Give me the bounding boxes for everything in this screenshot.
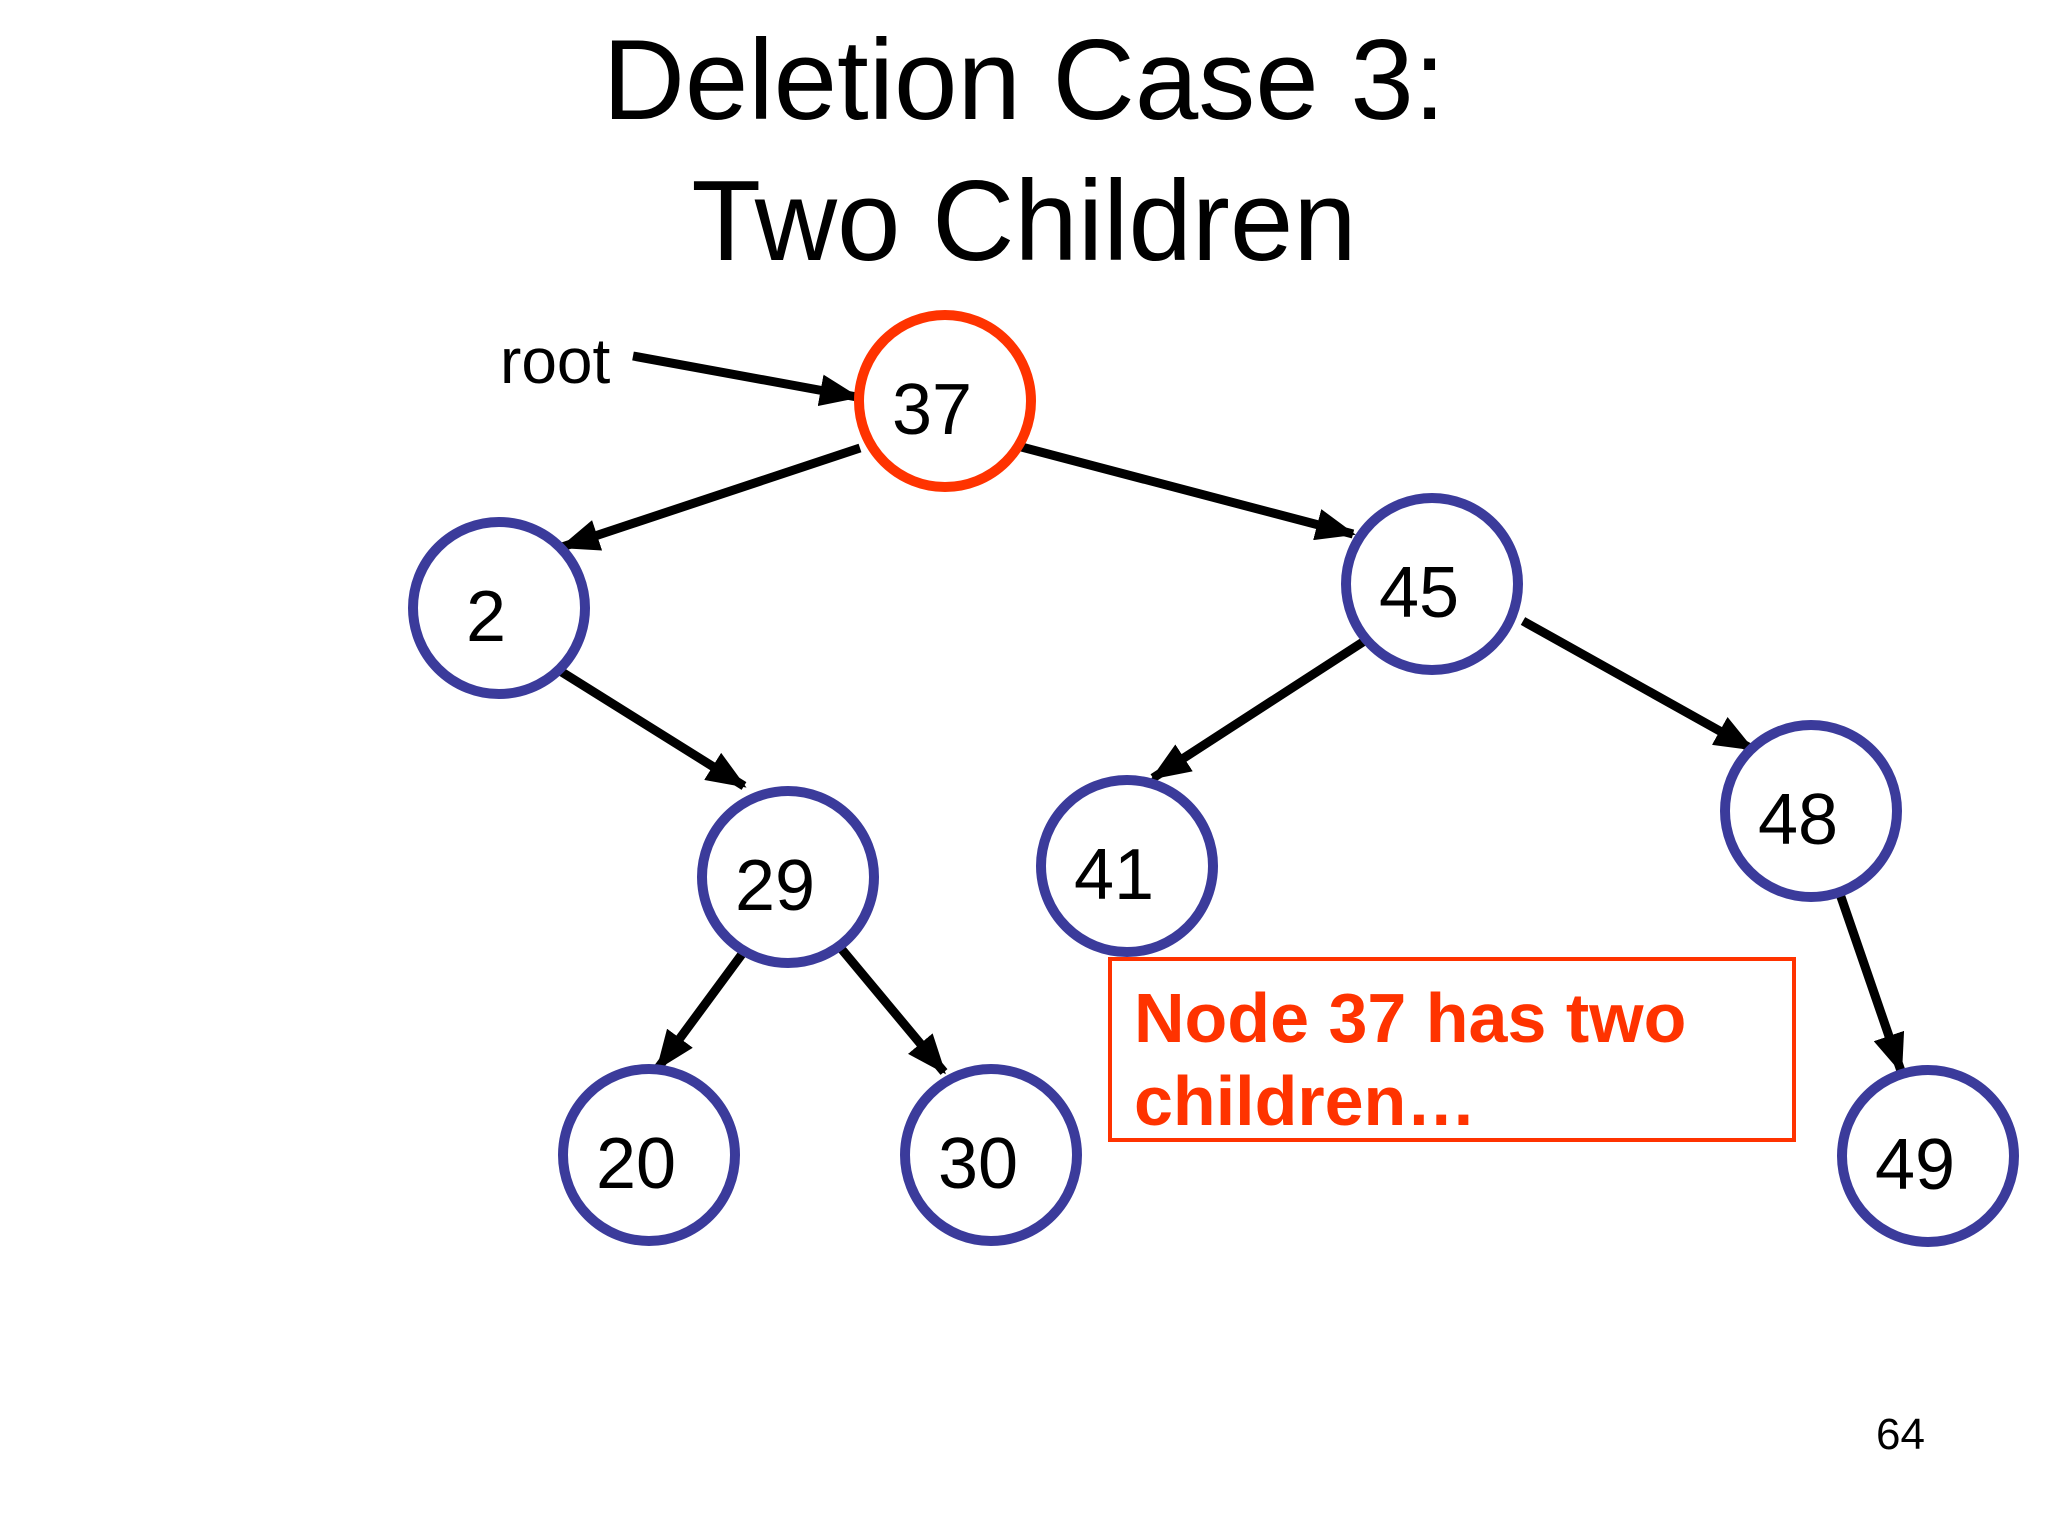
tree-node-2: 2 [408,517,590,699]
node-circle-2 [408,517,590,699]
root-label: root [500,325,611,397]
node-circle-20 [558,1064,740,1246]
tree-node-20: 20 [558,1064,740,1246]
tree-node-30: 30 [900,1064,1082,1246]
node-value-49: 49 [1875,1125,1955,1205]
node-circle-49 [1837,1065,2019,1247]
page-number: 64 [1876,1410,1925,1459]
node-circle-45 [1341,493,1523,675]
tree-node-41: 41 [1036,775,1218,957]
tree-node-37: 37 [854,310,1036,492]
node-value-48: 48 [1758,780,1838,860]
edge-37-2 [559,443,862,552]
page-title-line1: Deletion Case 3: [602,17,1446,144]
node-value-37: 37 [892,370,972,450]
node-value-20: 20 [596,1124,676,1204]
page-title-line2: Two Children [691,158,1357,285]
annotation-line2: children… [1134,1062,1477,1140]
tree-node-29: 29 [697,786,879,968]
tree-node-45: 45 [1341,493,1523,675]
node-circle-30 [900,1064,1082,1246]
edge-2-29 [546,660,747,790]
tree-node-49: 49 [1837,1065,2019,1247]
node-value-2: 2 [466,577,506,657]
tree-edges [546,439,1906,1075]
edge-29-20 [654,947,749,1071]
edge-37-45 [1008,439,1356,541]
node-value-41: 41 [1074,835,1154,915]
node-value-30: 30 [938,1124,1018,1204]
node-circle-41 [1036,775,1218,957]
tree-node-48: 48 [1720,720,1902,902]
node-circle-29 [697,786,879,968]
edge-45-48 [1520,617,1755,753]
edge-29-30 [835,943,948,1075]
edge-48-49 [1835,892,1906,1074]
edge-45-41 [1150,636,1369,782]
annotation-box: Node 37 has two children… [1108,957,1796,1142]
node-value-45: 45 [1379,553,1459,633]
node-value-29: 29 [735,846,815,926]
annotation-line1: Node 37 has two [1134,979,1687,1057]
node-circle-48 [1720,720,1902,902]
page-title: Deletion Case 3: Two Children [0,10,2048,292]
root-arrow [632,351,860,407]
node-circle-37 [854,310,1036,492]
